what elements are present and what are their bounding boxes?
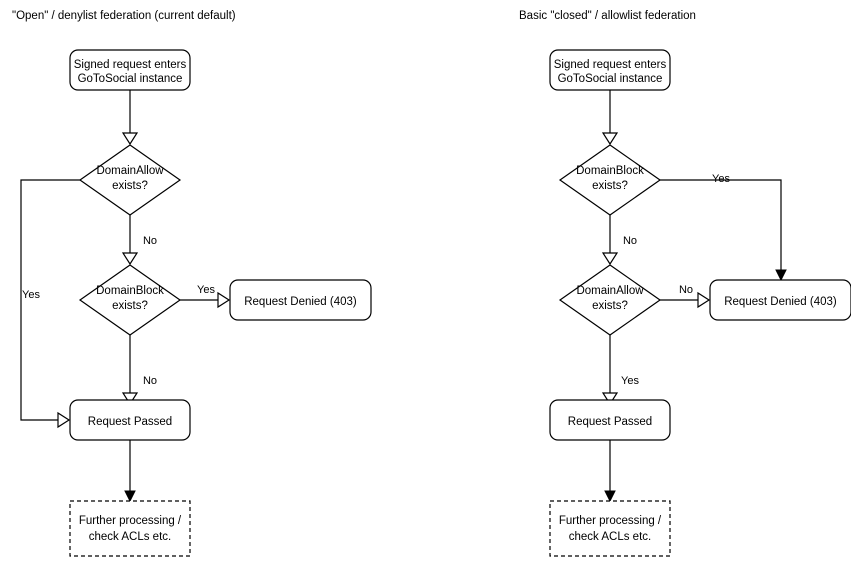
- edge-domainblock-yes-to-request-denied-right: Yes: [660, 173, 787, 282]
- node-label-line1: Further processing /: [79, 515, 182, 527]
- arrowhead-open-icon: [601, 392, 619, 406]
- edge-domainallow-yes-to-request-passed-left: Yes: [20, 179, 80, 429]
- node-signed-request-start-left[interactable]: Signed request enters GoToSocial instanc…: [69, 49, 191, 91]
- node-request-passed-left[interactable]: Request Passed: [69, 399, 191, 441]
- node-label-request-denied: Request Denied (403): [724, 296, 837, 308]
- node-label-line1: Further processing /: [559, 515, 662, 527]
- node-label-line1: DomainAllow: [96, 165, 164, 177]
- arrowhead-filled-icon: [604, 490, 616, 503]
- node-label-line1: DomainAllow: [576, 285, 644, 297]
- edge-start-to-domainallow-left: [121, 90, 139, 146]
- node-decision-domainblock-left[interactable]: DomainBlock exists?: [78, 264, 182, 336]
- node-label-line1: Signed request enters: [74, 59, 187, 71]
- arrowhead-open-icon: [601, 132, 619, 146]
- node-request-denied-right[interactable]: Request Denied (403): [709, 279, 851, 321]
- node-shape-dashed-rect: [69, 500, 191, 557]
- edge-request-passed-to-further-processing-right: [604, 440, 616, 503]
- node-label-line2: exists?: [112, 300, 148, 312]
- edge-label-domainblock-no: No: [143, 375, 157, 387]
- arrowhead-open-icon: [217, 291, 231, 309]
- node-shape-rounded-rect: [229, 279, 372, 321]
- node-shape-rounded-rect: [709, 279, 851, 321]
- node-further-processing-left[interactable]: Further processing / check ACLs etc.: [69, 500, 191, 557]
- arrowhead-open-icon: [121, 252, 139, 266]
- node-label-request-passed: Request Passed: [88, 416, 172, 428]
- node-label-line2: check ACLs etc.: [89, 531, 171, 543]
- node-label-line2: exists?: [592, 180, 628, 192]
- node-decision-domainallow-left[interactable]: DomainAllow exists?: [78, 144, 182, 216]
- edge-label-domainallow-yes: Yes: [22, 289, 40, 301]
- arrowhead-open-icon: [601, 252, 619, 266]
- node-label-line1: DomainBlock: [576, 165, 644, 177]
- node-label-line1: Signed request enters: [554, 59, 667, 71]
- edge-request-passed-to-further-processing-left: [124, 440, 136, 503]
- edge-label-domainblock-yes: Yes: [712, 173, 730, 185]
- arrowhead-open-icon: [697, 291, 711, 309]
- diagram-open-denylist: "Open" / denylist federation (current de…: [12, 10, 372, 557]
- node-label-request-passed: Request Passed: [568, 416, 652, 428]
- node-label-line2: exists?: [592, 300, 628, 312]
- diagram-closed-allowlist: Basic "closed" / allowlist federation Si…: [519, 10, 851, 557]
- arrowhead-filled-icon: [775, 269, 787, 282]
- edge-start-to-domainblock-right: [601, 90, 619, 146]
- diagram-title-open-denylist: "Open" / denylist federation (current de…: [12, 10, 236, 22]
- node-label-request-denied: Request Denied (403): [244, 296, 357, 308]
- edge-label-domainallow-no: No: [679, 284, 693, 296]
- node-further-processing-right[interactable]: Further processing / check ACLs etc.: [549, 500, 671, 557]
- node-decision-domainallow-right[interactable]: DomainAllow exists?: [558, 264, 662, 336]
- edge-domainallow-no-to-domainblock-left: No: [121, 215, 157, 266]
- edge-domainallow-no-to-request-denied-right: No: [660, 284, 711, 309]
- edge-domainblock-no-to-domainallow-right: No: [601, 215, 637, 266]
- edge-domainblock-no-to-request-passed-left: No: [121, 335, 157, 406]
- edge-domainblock-yes-to-request-denied-left: Yes: [180, 284, 231, 309]
- node-label-line1: DomainBlock: [96, 285, 164, 297]
- edge-label-domainallow-yes: Yes: [621, 375, 639, 387]
- edge-label-domainallow-no: No: [143, 235, 157, 247]
- arrowhead-filled-icon: [124, 490, 136, 503]
- arrowhead-open-icon: [57, 411, 71, 429]
- node-label-line2: exists?: [112, 180, 148, 192]
- node-request-passed-right[interactable]: Request Passed: [549, 399, 671, 441]
- edge-domainallow-yes-to-request-passed-right: Yes: [601, 335, 639, 406]
- node-label-line2: GoToSocial instance: [558, 73, 663, 85]
- node-request-denied-left[interactable]: Request Denied (403): [229, 279, 372, 321]
- arrowhead-open-icon: [121, 132, 139, 146]
- node-shape-dashed-rect: [549, 500, 671, 557]
- edge-label-domainblock-yes: Yes: [197, 284, 215, 296]
- arrowhead-open-icon: [121, 392, 139, 406]
- diagram-title-closed-allowlist: Basic "closed" / allowlist federation: [519, 10, 696, 22]
- node-signed-request-start-right[interactable]: Signed request enters GoToSocial instanc…: [549, 49, 671, 91]
- node-decision-domainblock-right[interactable]: DomainBlock exists?: [558, 144, 662, 216]
- node-label-line2: check ACLs etc.: [569, 531, 651, 543]
- edge-label-domainblock-no: No: [623, 235, 637, 247]
- node-label-line2: GoToSocial instance: [78, 73, 183, 85]
